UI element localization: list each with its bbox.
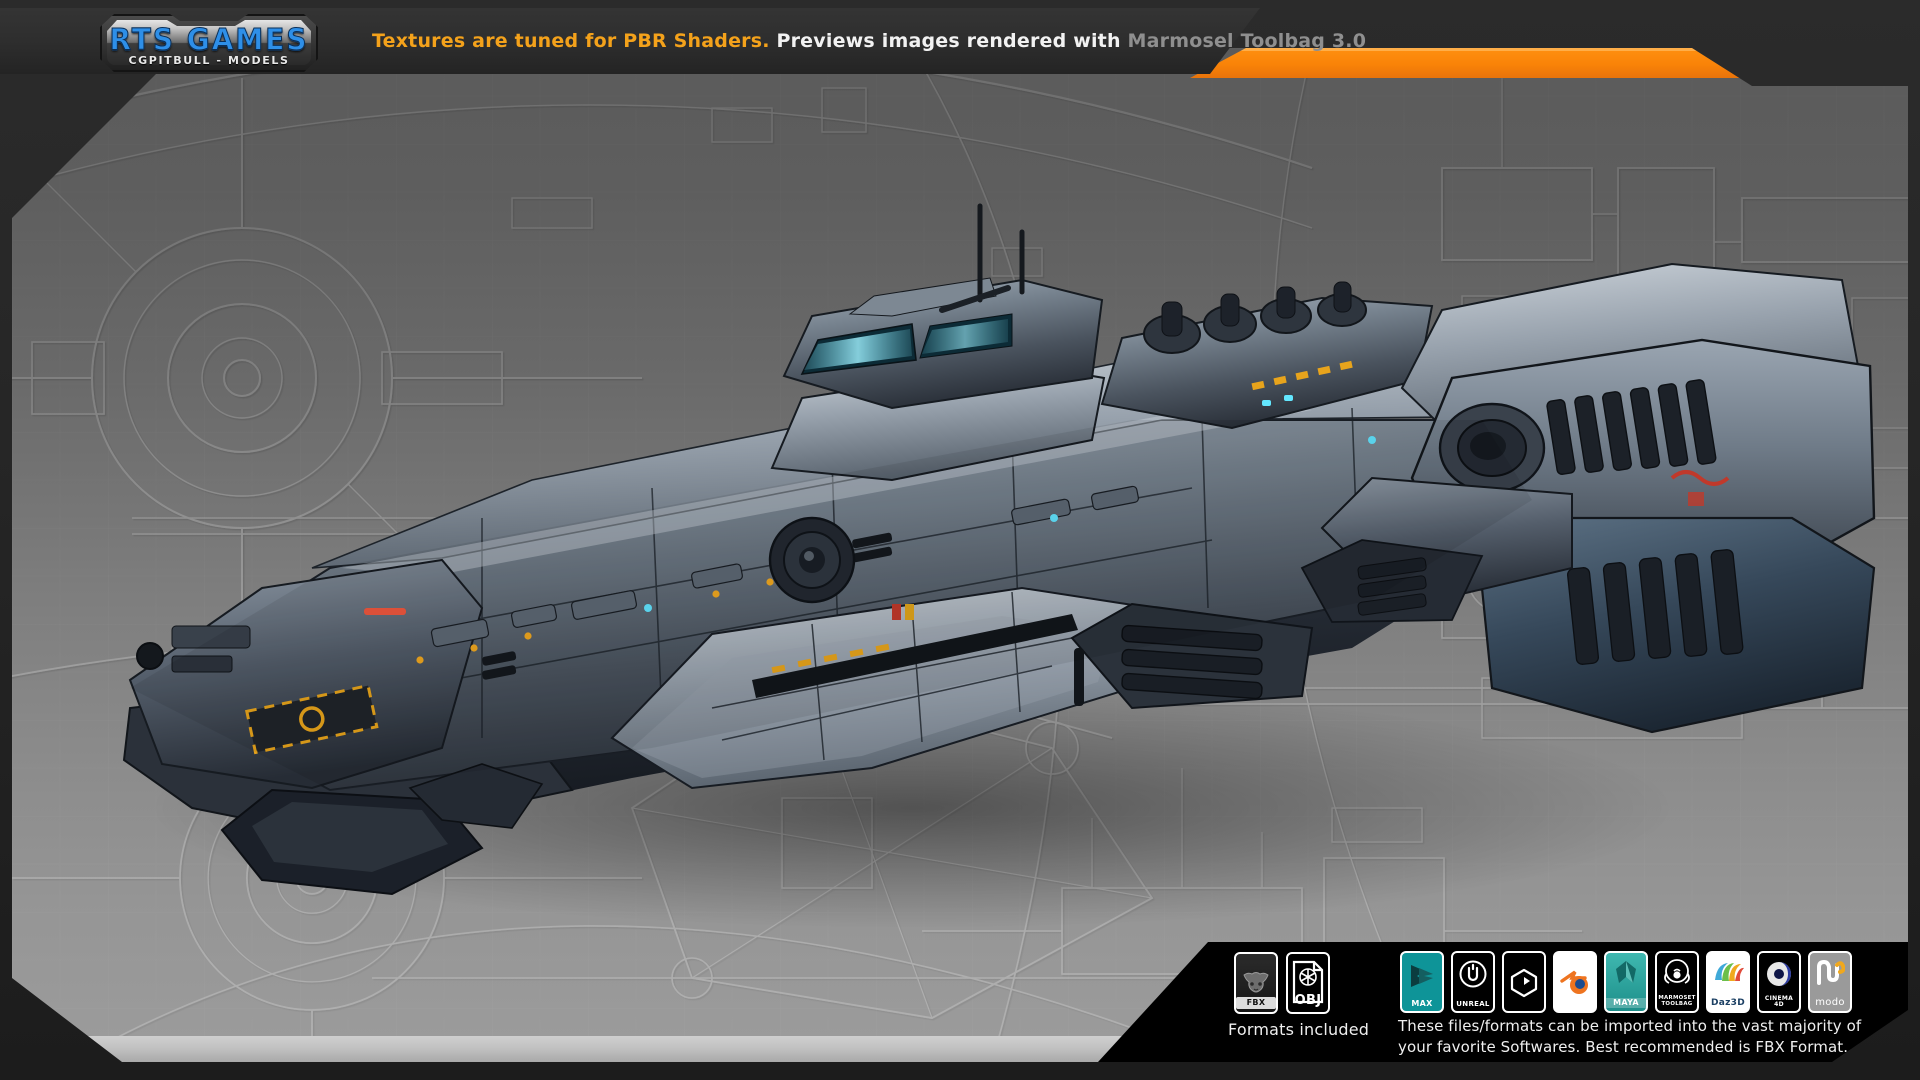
3dsmax-label: MAX <box>1411 999 1433 1008</box>
formats-included-caption: Formats included <box>1228 1020 1370 1039</box>
logo-subtitle: CGPITBULL - MODELS <box>128 54 290 67</box>
modo-icon[interactable]: modo <box>1808 951 1852 1013</box>
logo-face <box>107 20 311 65</box>
footer-info-panel: FBX OBJ <box>1098 942 1908 1062</box>
logo-title: RTS GAMES <box>109 21 309 57</box>
spaceship-render <box>12 48 1908 1062</box>
modo-label: modo <box>1815 997 1845 1008</box>
headline-highlight: Textures are tuned for PBR Shaders. <box>372 30 770 52</box>
cinema4d-icon[interactable]: CINEMA 4D <box>1757 951 1801 1013</box>
marmoset-icon[interactable]: MARMOSET TOOLBAG <box>1655 951 1699 1013</box>
3dsmax-icon[interactable]: MAX <box>1400 951 1444 1013</box>
file-format-group: FBX OBJ <box>1234 952 1330 1014</box>
unity-icon[interactable] <box>1502 951 1546 1013</box>
preview-frame: FBX OBJ <box>12 48 1908 1062</box>
footer-note: These files/formats can be imported into… <box>1398 1016 1898 1057</box>
maya-icon[interactable]: MAYA <box>1604 951 1648 1013</box>
fbx-label: FBX <box>1236 997 1276 1009</box>
cinema4d-label: CINEMA 4D <box>1764 995 1794 1008</box>
obj-format-tile[interactable]: OBJ <box>1286 952 1330 1014</box>
marmoset-label: MARMOSET TOOLBAG <box>1658 994 1696 1008</box>
brand-logo[interactable]: RTS GAMES CGPITBULL - MODELS <box>100 14 318 72</box>
obj-label: OBJ <box>1294 993 1322 1008</box>
footer-note-line2: your favorite Softwares. Best recommende… <box>1398 1037 1849 1056</box>
unreal-label: UNREAL <box>1456 1000 1490 1008</box>
headline-main: Previews images rendered with <box>769 30 1128 52</box>
headline-muted: Marmosel Toolbag 3.0 <box>1127 30 1367 52</box>
fbx-bull-icon <box>1241 970 1271 996</box>
maya-label: MAYA <box>1606 998 1646 1008</box>
daz3d-icon[interactable]: Daz3D <box>1706 951 1750 1013</box>
footer-note-line1: These files/formats can be imported into… <box>1398 1017 1862 1035</box>
blender-icon[interactable] <box>1553 951 1597 1013</box>
header-headline: Textures are tuned for PBR Shaders. Prev… <box>372 30 1366 52</box>
fbx-format-tile[interactable]: FBX <box>1234 952 1278 1014</box>
software-icon-group: MAX UNREAL <box>1400 951 1852 1013</box>
daz3d-label: Daz3D <box>1710 998 1745 1008</box>
unreal-icon[interactable]: UNREAL <box>1451 951 1495 1013</box>
